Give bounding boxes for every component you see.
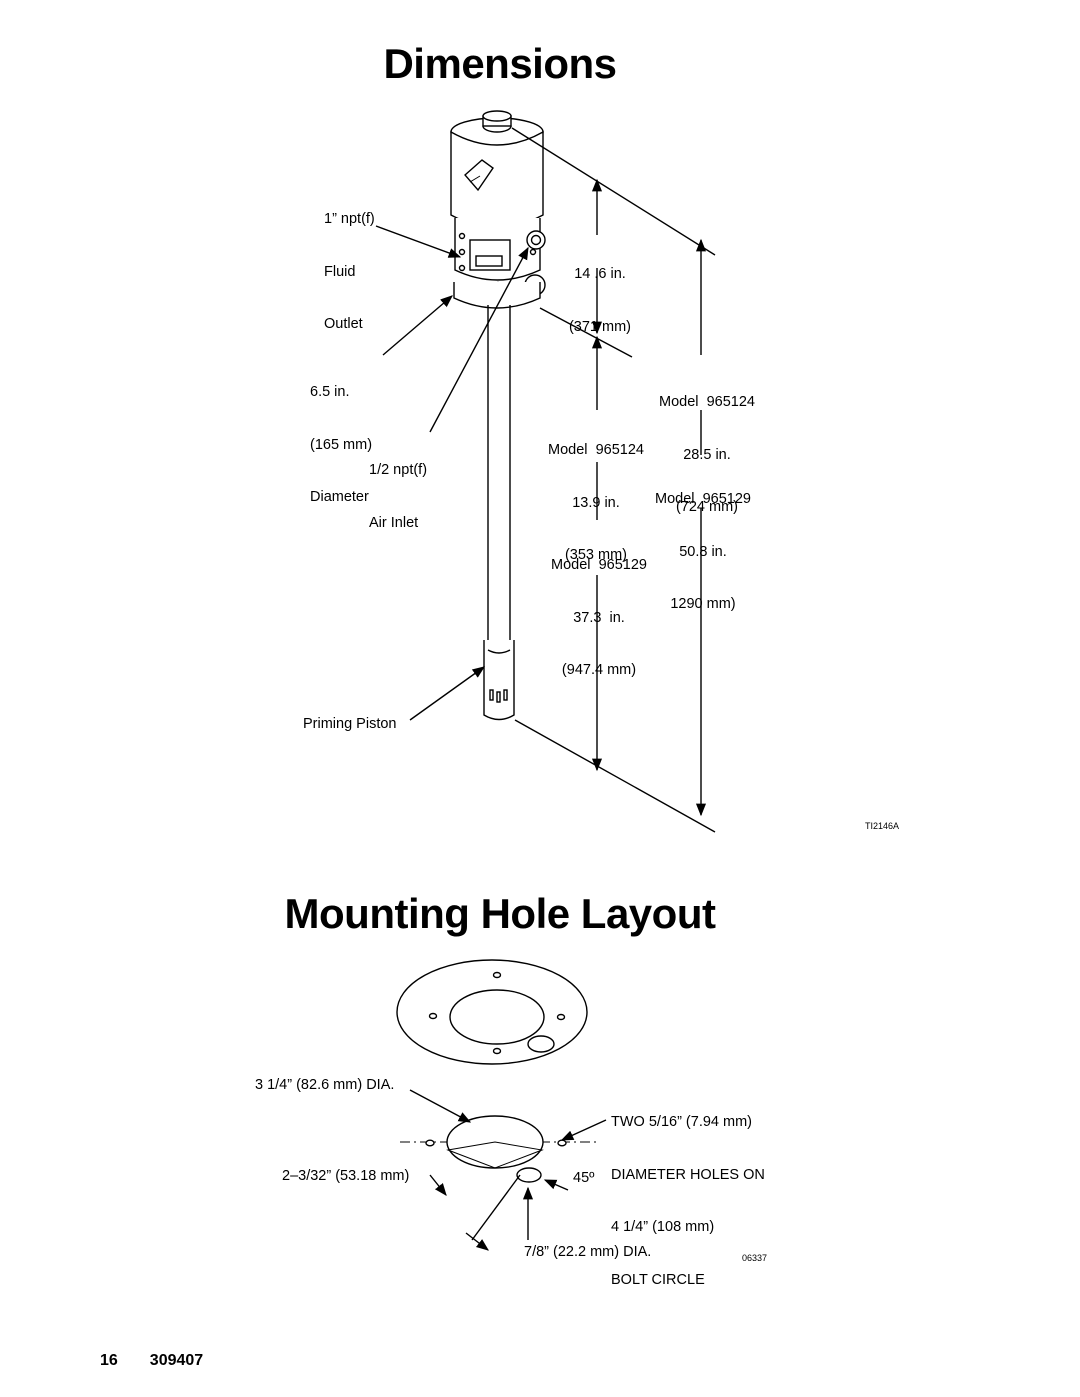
dimensions-title: Dimensions	[383, 40, 617, 87]
page-number: 16	[100, 1352, 118, 1369]
hole-layout-diagram	[400, 1115, 600, 1183]
pump-illustration	[450, 110, 546, 721]
center-diameter-label: 3 1/4” (82.6 mm) DIA.	[255, 1077, 395, 1093]
figure-id-mounting: 06337	[742, 1253, 768, 1263]
figure-id-dimensions: TI2146A	[865, 821, 900, 831]
fluid-outlet-label: 1” npt(f) Fluid Outlet	[324, 211, 375, 332]
page-footer: 16 309407	[100, 1352, 235, 1370]
air-inlet-label: 1/2 npt(f) Air Inlet	[369, 462, 428, 531]
dimension-lines	[375, 127, 716, 833]
lower-965124-label: Model 965124 13.9 in. (353 mm)	[548, 442, 644, 563]
priming-piston-label: Priming Piston	[303, 716, 397, 732]
hole-layout-leaders	[409, 1089, 607, 1251]
overall-965124-label: Model 965124 28.5 in. (724 mm)	[659, 394, 755, 515]
bolt-holes-label: TWO 5/16” (7.94 mm) DIAMETER HOLES ON 4 …	[611, 1114, 765, 1288]
angle-label: 45º	[573, 1170, 595, 1186]
document-number: 309407	[149, 1352, 204, 1369]
mounting-hole-layout-title: Mounting Hole Layout	[284, 890, 716, 937]
overall-965129-label: Model 965129 50.8 in. 1290 mm)	[655, 491, 751, 612]
diameter-label: 6.5 in. (165 mm) Diameter	[310, 384, 373, 505]
offset-label: 2–3/32” (53.18 mm)	[282, 1168, 410, 1184]
motor-height-label: 14 .6 in. (371 mm)	[568, 266, 632, 335]
lower-965129-label: Model 965129 37.3 in. (947.4 mm)	[551, 557, 647, 678]
mounting-plate-illustration	[396, 959, 588, 1065]
small-diameter-label: 7/8” (22.2 mm) DIA.	[524, 1244, 652, 1260]
